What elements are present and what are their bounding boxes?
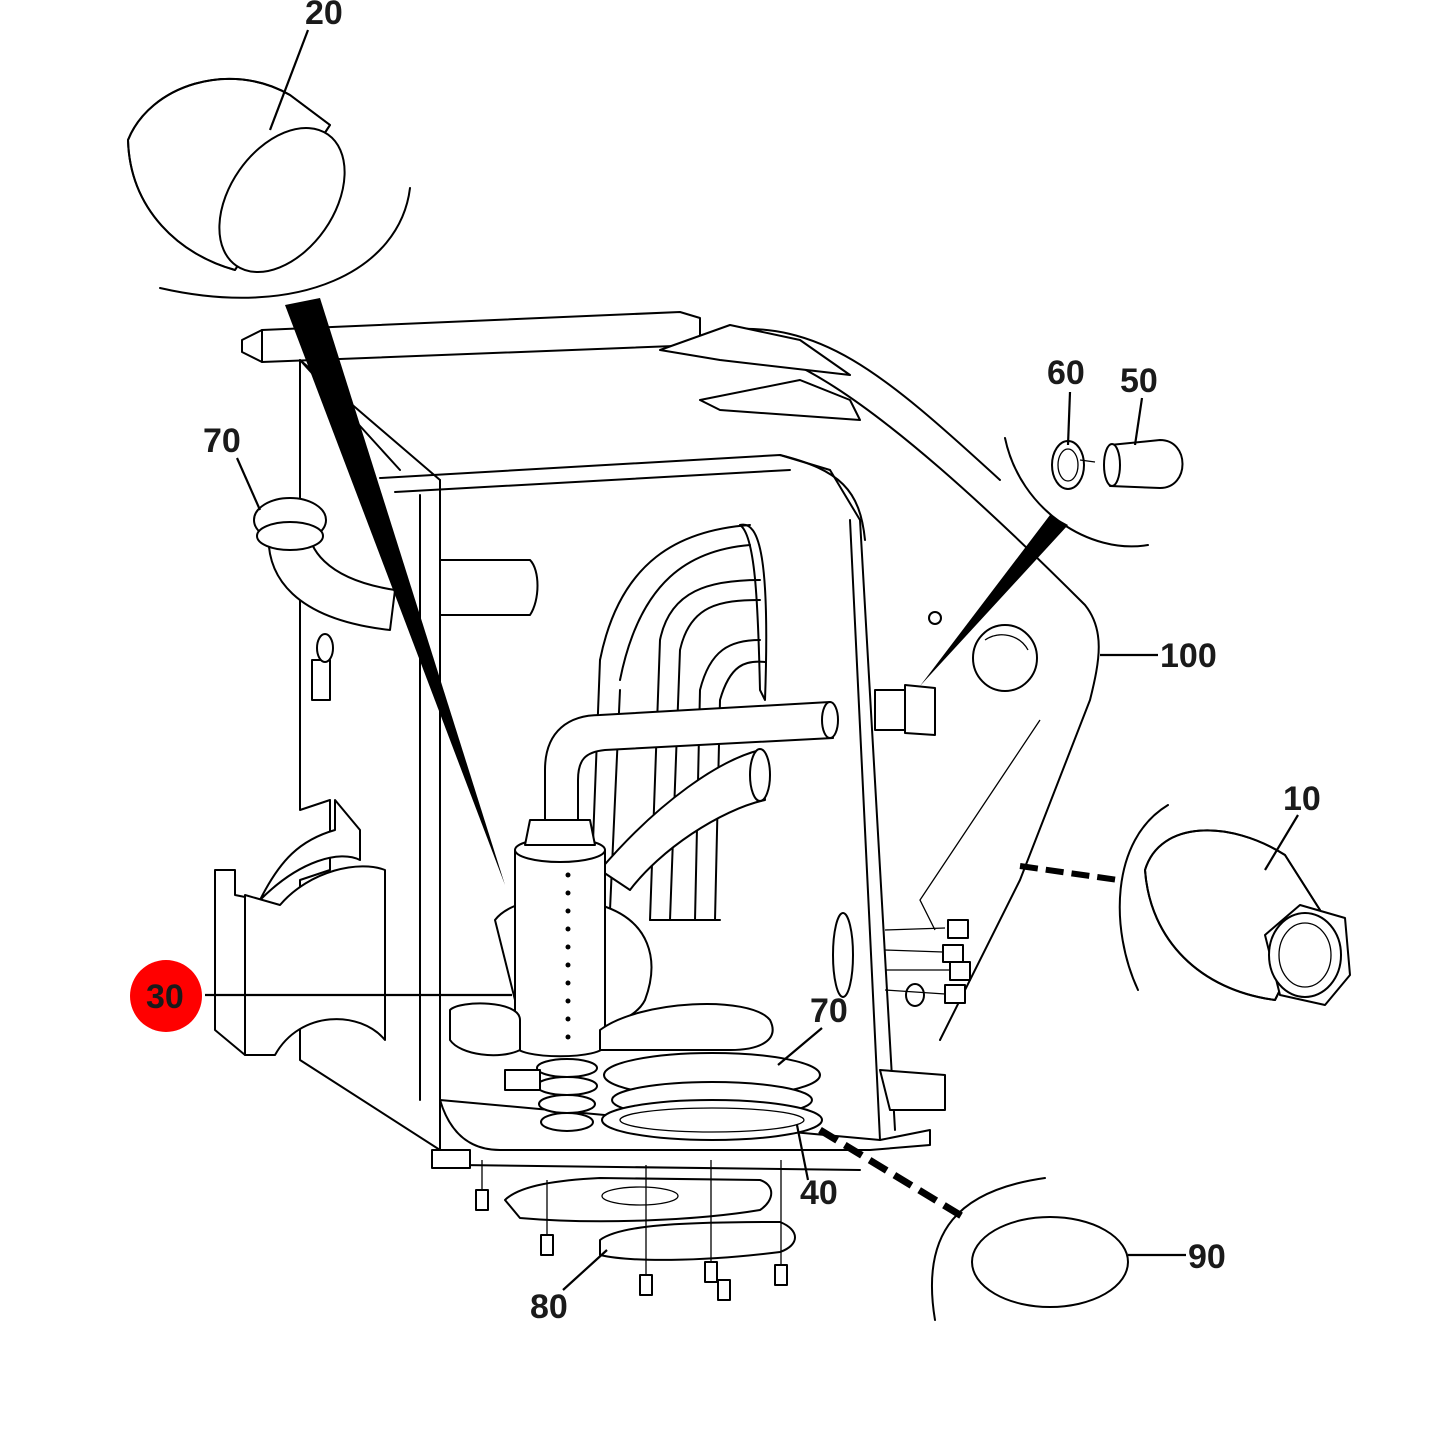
part-10-filter-cartridge[interactable] [1144, 829, 1351, 1006]
spring [536, 1058, 598, 1132]
callout-leaders [205, 29, 1299, 1291]
leader-wedge-20 [285, 298, 505, 885]
callout-30-highlighted[interactable]: 30 [130, 960, 202, 1032]
callout-20[interactable]: 20 [305, 0, 343, 32]
part-80-bottom-plates[interactable] [475, 1160, 796, 1301]
tank-housing [214, 311, 1100, 1171]
callout-10[interactable]: 10 [1283, 780, 1321, 818]
part-50-plug[interactable] [1103, 439, 1184, 489]
part-60-snap-ring[interactable] [1051, 440, 1096, 490]
callout-50[interactable]: 50 [1120, 362, 1158, 400]
leader-dashes-90 [818, 1127, 967, 1221]
callout-100[interactable]: 100 [1160, 637, 1217, 675]
side-bolts [832, 912, 971, 1007]
highlight-marker [130, 960, 202, 1032]
leader-dashes-10 [1019, 863, 1119, 883]
callout-labels: 20 70 60 50 100 10 30 70 40 90 80 [130, 0, 1321, 1326]
callout-70-lower[interactable]: 70 [810, 992, 848, 1030]
leader-wedge-60-50 [920, 515, 1068, 686]
callout-80[interactable]: 80 [530, 1288, 568, 1326]
callout-90[interactable]: 90 [1188, 1238, 1226, 1276]
part-40-gasket[interactable] [601, 1099, 823, 1141]
detail-arc-90 [930, 1177, 1046, 1321]
part-90-o-ring[interactable] [971, 1216, 1129, 1308]
detail-arc-10 [1118, 804, 1169, 991]
screws [475, 1160, 788, 1301]
filter-perforation-dots [565, 872, 571, 1040]
callout-60[interactable]: 60 [1047, 354, 1085, 392]
part-20-breather-cap[interactable] [127, 77, 370, 296]
callout-30[interactable]: 30 [146, 978, 184, 1016]
detail-arc-20 [159, 187, 411, 299]
internal-tubing [544, 523, 936, 921]
callout-70-upper[interactable]: 70 [203, 422, 241, 460]
callout-40[interactable]: 40 [800, 1174, 838, 1212]
